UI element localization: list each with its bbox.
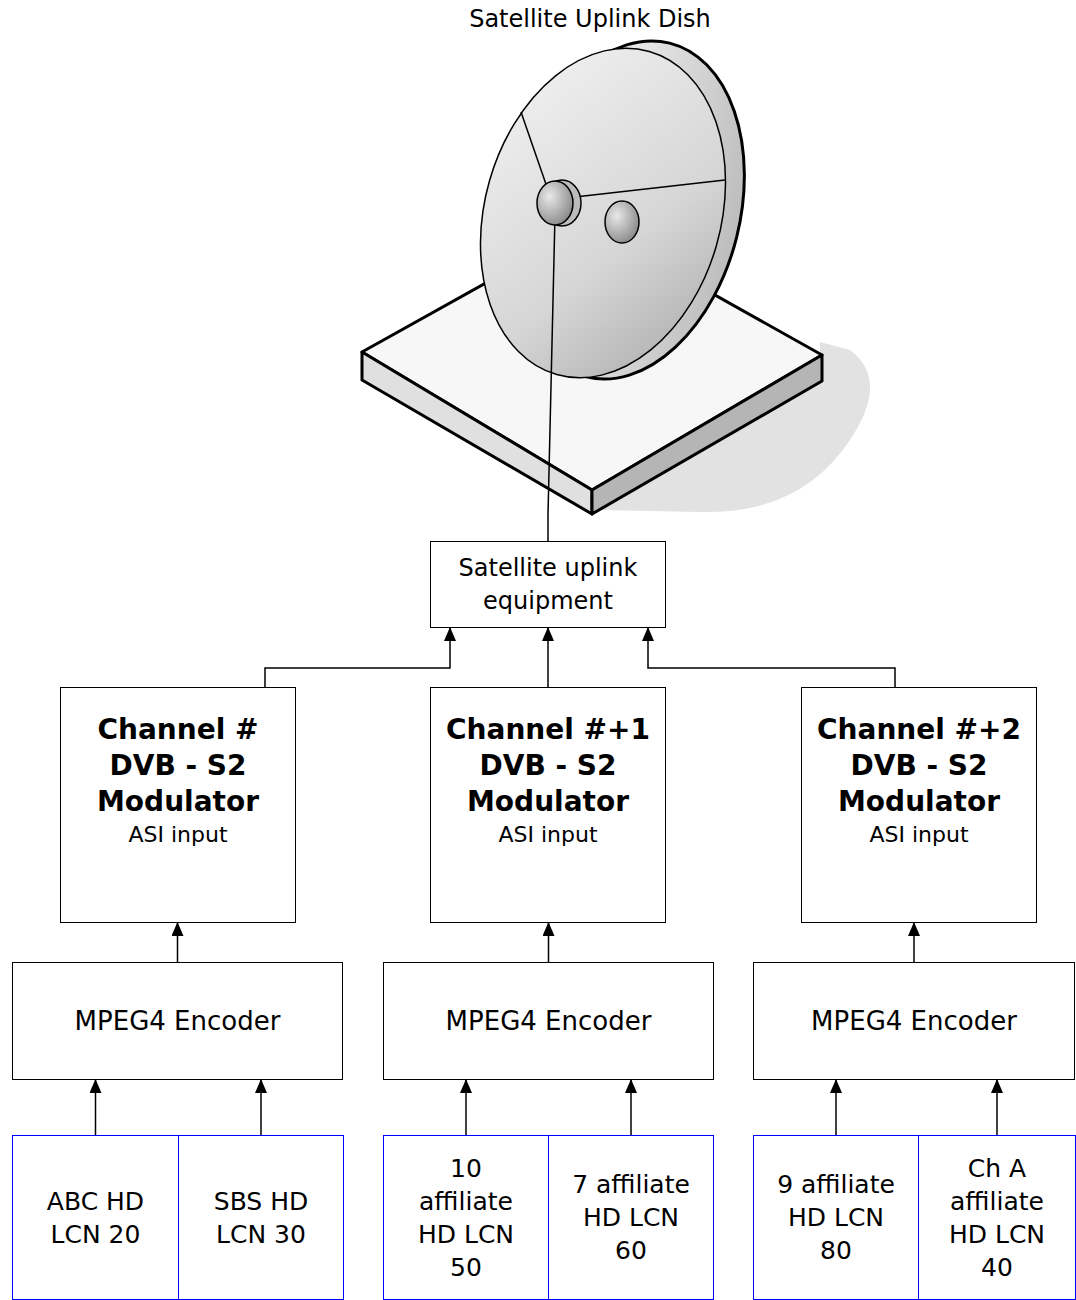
node-label: Ch A affiliate HD LCN 40 <box>935 1152 1059 1284</box>
node-sublabel: ASI input <box>128 820 227 850</box>
node-label: Satellite Uplink Dish <box>360 4 820 34</box>
dish-face <box>443 19 762 407</box>
node-label: MPEG4 Encoder <box>436 1005 662 1037</box>
connector-arrow <box>260 1080 262 1135</box>
equipment-box: Satellite uplink equipment <box>430 541 666 628</box>
node-label: MPEG4 Encoder <box>801 1005 1027 1037</box>
source-box: ABC HD LCN 20 <box>12 1135 179 1300</box>
feed-horn <box>537 181 573 225</box>
node-sublabel: ASI input <box>869 820 968 850</box>
feed-knob <box>605 201 639 243</box>
source-box: Ch A affiliate HD LCN 40 <box>918 1135 1076 1300</box>
connector-arrow <box>265 628 450 687</box>
feed-cable <box>548 215 555 515</box>
connector-arrow <box>835 1080 837 1135</box>
node-label: 7 affiliate HD LCN 60 <box>565 1168 697 1267</box>
connector-arrow <box>630 1080 632 1135</box>
node-sublabel: ASI input <box>498 820 597 850</box>
node-label: 10 affiliate HD LCN 50 <box>400 1152 532 1284</box>
node-label: ABC HD LCN 20 <box>29 1185 162 1251</box>
node-label: MPEG4 Encoder <box>65 1005 291 1037</box>
base-side <box>592 355 822 514</box>
node-label: Satellite uplink equipment <box>431 552 665 618</box>
node-label: SBS HD LCN 30 <box>195 1185 327 1251</box>
connector-arrow <box>648 628 895 687</box>
connector-arrow <box>465 1080 467 1135</box>
source-box: 9 affiliate HD LCN 80 <box>753 1135 919 1300</box>
connector-arrow <box>548 923 550 962</box>
modulator-box: Channel # DVB - S2 ModulatorASI input <box>60 687 296 923</box>
modulator-box: Channel #+1 DVB - S2 ModulatorASI input <box>430 687 666 923</box>
connector-arrow <box>996 1080 998 1135</box>
connector-arrow <box>547 515 549 541</box>
encoder-box: MPEG4 Encoder <box>753 962 1075 1080</box>
connector-arrow <box>95 1080 97 1135</box>
modulator-box: Channel #+2 DVB - S2 ModulatorASI input <box>801 687 1037 923</box>
source-box: 7 affiliate HD LCN 60 <box>548 1135 714 1300</box>
connector-arrow <box>913 923 915 962</box>
node-label: Channel #+2 DVB - S2 Modulator <box>802 712 1036 820</box>
node-label: Channel # DVB - S2 Modulator <box>61 712 295 820</box>
encoder-box: MPEG4 Encoder <box>12 962 343 1080</box>
dish-node: Satellite Uplink Dish <box>360 0 820 515</box>
source-box: 10 affiliate HD LCN 50 <box>383 1135 549 1300</box>
connector-arrow <box>177 923 179 962</box>
base-side <box>362 352 592 514</box>
node-label: Channel #+1 DVB - S2 Modulator <box>431 712 665 820</box>
encoder-box: MPEG4 Encoder <box>383 962 714 1080</box>
node-label: 9 affiliate HD LCN 80 <box>770 1168 902 1267</box>
source-box: SBS HD LCN 30 <box>178 1135 344 1300</box>
connector-arrow <box>547 628 549 687</box>
